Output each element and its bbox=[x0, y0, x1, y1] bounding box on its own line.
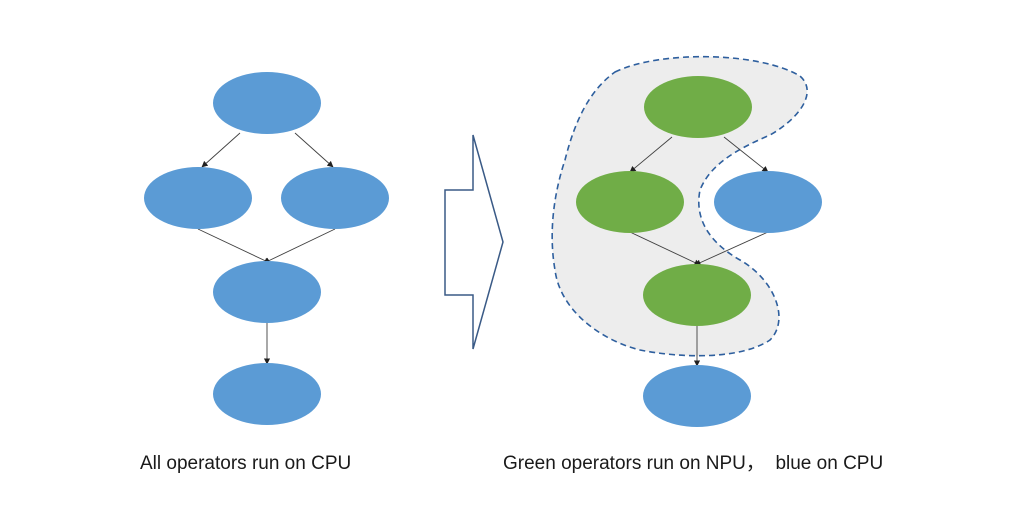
npu-operator-node-r4 bbox=[643, 264, 751, 326]
edge-l2-l4 bbox=[197, 228, 271, 264]
left-graph-edges bbox=[197, 132, 336, 365]
right-graph-edges bbox=[629, 136, 769, 367]
right-caption: Green operators run on NPU， blue on CPU bbox=[503, 453, 884, 474]
edge-r2-r4 bbox=[629, 231, 701, 266]
cpu-operator-node-r5 bbox=[643, 365, 751, 427]
cpu-operator-node-r3 bbox=[714, 171, 822, 233]
npu-operator-node-r2 bbox=[576, 171, 684, 233]
cpu-operator-node-l1 bbox=[213, 72, 321, 134]
edge-l1-l2 bbox=[201, 132, 241, 168]
left-graph-nodes bbox=[144, 72, 389, 425]
left-caption: All operators run on CPU bbox=[140, 453, 352, 474]
edge-r1-r3 bbox=[723, 136, 769, 173]
cpu-operator-node-l4 bbox=[213, 261, 321, 323]
edge-r3-r4 bbox=[694, 231, 769, 266]
transition-arrow bbox=[444, 134, 504, 350]
right-graph-nodes bbox=[576, 76, 822, 427]
cpu-operator-node-l3 bbox=[281, 167, 389, 229]
edge-r1-r2 bbox=[629, 136, 673, 173]
npu-operator-node-r1 bbox=[644, 76, 752, 138]
edge-l3-l4 bbox=[263, 228, 336, 264]
edge-l1-l3 bbox=[294, 132, 334, 168]
cpu-operator-node-l5 bbox=[213, 363, 321, 425]
cpu-operator-node-l2 bbox=[144, 167, 252, 229]
